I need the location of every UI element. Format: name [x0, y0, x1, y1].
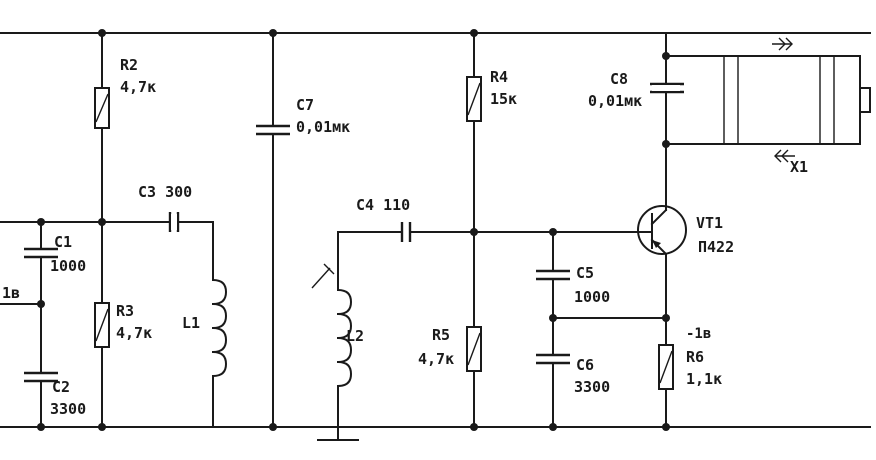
- label-c6-value: 3300: [574, 378, 610, 396]
- label-vt1: VT1: [696, 214, 723, 232]
- c7-column: [256, 32, 290, 428]
- label-c2-value: 3300: [50, 400, 86, 418]
- junction-c8-top: [662, 52, 670, 60]
- label-r4-value: 15к: [490, 90, 517, 108]
- junction-r4-top: [470, 29, 478, 37]
- label-r2-value: 4,7к: [120, 78, 156, 96]
- junction-r2-top: [98, 29, 106, 37]
- l2-inductor: [311, 231, 401, 428]
- label-c5: C5: [576, 264, 594, 282]
- label-right-voltage: -1в: [686, 326, 711, 342]
- r4-r5-column: [466, 32, 482, 428]
- junction-c6-bottom: [549, 423, 557, 431]
- label-c7: C7: [296, 96, 314, 114]
- junction-r5-bottom: [470, 423, 478, 431]
- label-r5-value: 4,7к: [418, 350, 454, 368]
- label-l1: L1: [182, 314, 200, 332]
- junction-r3-bottom: [98, 423, 106, 431]
- label-c8-value: 0,01мк: [588, 92, 642, 110]
- r2-r3-column: [94, 32, 110, 428]
- junction-emitter-c5c6: [662, 314, 670, 322]
- junction-c1-c2: [37, 300, 45, 308]
- l1-inductor: [211, 221, 228, 428]
- label-r3-value: 4,7к: [116, 324, 152, 342]
- junction-c7-top: [269, 29, 277, 37]
- label-c5-value: 1000: [574, 288, 610, 306]
- label-c6: C6: [576, 356, 594, 374]
- vt1-transistor: [637, 205, 687, 256]
- junction-c5-top: [549, 228, 557, 236]
- label-r5: R5: [432, 326, 450, 344]
- junction-c5-c6: [549, 314, 557, 322]
- label-c7-value: 0,01мк: [296, 118, 350, 136]
- junction-c1-top: [37, 218, 45, 226]
- label-c8: C8: [610, 70, 628, 88]
- label-c4: C4 110: [356, 196, 410, 214]
- label-vt1-type: П422: [698, 238, 734, 256]
- junction-c7-bottom: [269, 423, 277, 431]
- r6-resistor: [658, 344, 674, 428]
- junction-r2-mid: [98, 218, 106, 226]
- x1-resonator: [665, 37, 871, 163]
- c1-c2-branch: [0, 221, 214, 428]
- label-c2: C2: [52, 378, 70, 396]
- junction-base-node: [470, 228, 478, 236]
- junction-c2-bottom: [37, 423, 45, 431]
- label-r3: R3: [116, 302, 134, 320]
- junction-r6-bottom: [662, 423, 670, 431]
- label-c3: C3 300: [138, 183, 192, 201]
- label-x1: X1: [790, 158, 808, 176]
- label-left-voltage: 1в: [2, 284, 20, 302]
- c5-c6-column: [536, 231, 667, 428]
- label-r6-value: 1,1к: [686, 370, 722, 388]
- label-r4: R4: [490, 68, 508, 86]
- label-r2: R2: [120, 56, 138, 74]
- label-c1: C1: [54, 233, 72, 251]
- junction-c8-bottom: [662, 140, 670, 148]
- label-l2: L2: [346, 327, 364, 345]
- label-r6: R6: [686, 348, 704, 366]
- label-c1-value: 1000: [50, 257, 86, 275]
